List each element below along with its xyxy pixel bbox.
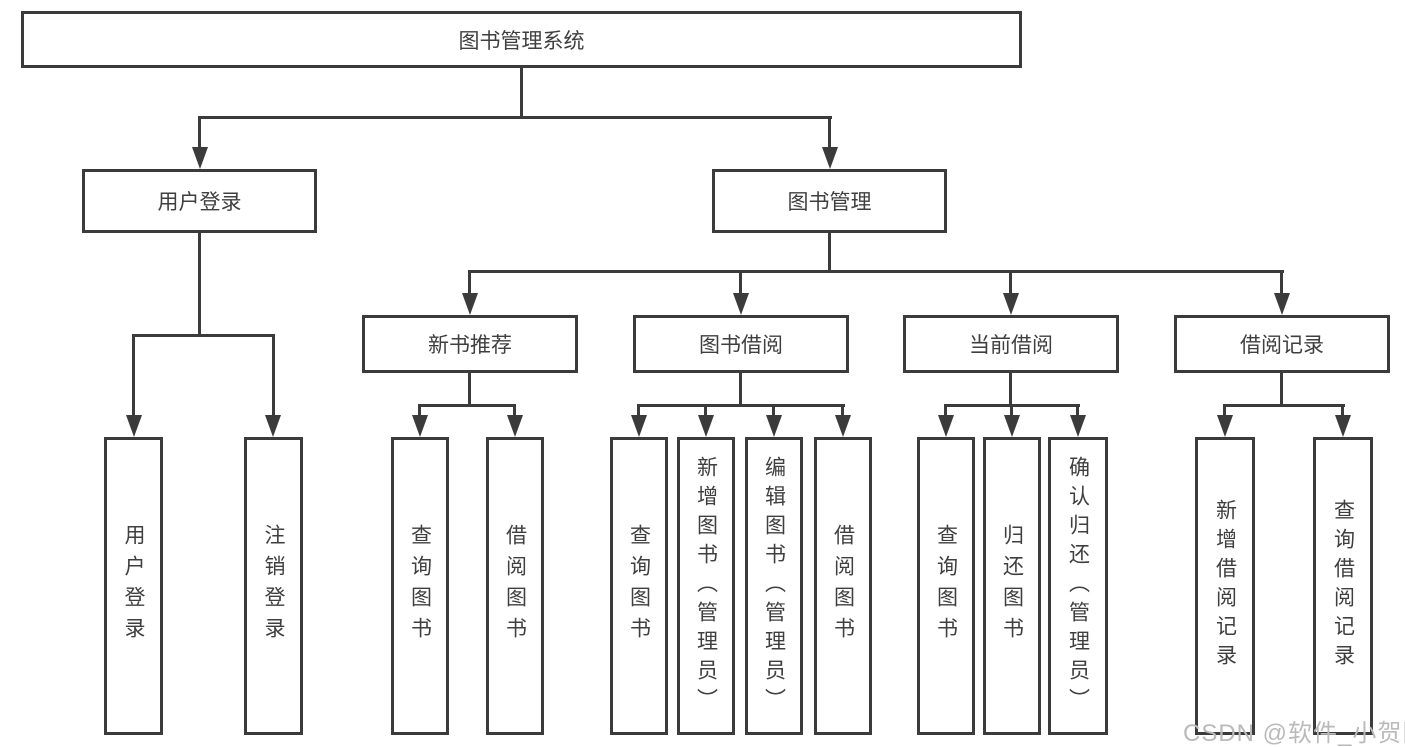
arrow-down-icon [1070, 415, 1086, 437]
connector-line [944, 404, 947, 418]
leaf-user-login: 用户登录 [104, 437, 163, 735]
leaf-logout: 注销登录 [244, 437, 303, 735]
connector-line [1009, 270, 1012, 296]
node-label: 新书推荐 [428, 334, 512, 357]
leaf-add-borrow-record: 新增借阅记录 [1195, 437, 1255, 735]
leaf-label: 归还图书 [1000, 524, 1024, 648]
connector-line [1223, 404, 1226, 418]
connector-line [841, 404, 844, 418]
leaf-query-books-current: 查询图书 [917, 437, 975, 735]
arrow-down-icon [265, 415, 281, 437]
connector-line [198, 233, 201, 336]
arrow-down-icon [766, 415, 782, 437]
connector-line [1010, 404, 1013, 418]
connector-line [1076, 404, 1079, 418]
leaf-return-books: 归还图书 [983, 437, 1041, 735]
connector-line [1009, 373, 1012, 406]
leaf-borrow-books: 借阅图书 [814, 437, 872, 735]
arrow-down-icon [126, 415, 142, 437]
connector-line [828, 116, 831, 150]
connector-line [704, 404, 707, 418]
leaf-label: 确认归还（管理员） [1066, 455, 1090, 717]
leaf-add-books-admin: 新增图书（管理员） [677, 437, 735, 735]
leaf-label: 用户登录 [122, 524, 145, 648]
node-label: 当前借阅 [969, 334, 1053, 357]
connector-line [1341, 404, 1344, 418]
connector-line [468, 270, 471, 296]
arrow-down-icon [938, 415, 954, 437]
connector-line [132, 334, 135, 418]
connector-line [198, 116, 832, 119]
connector-line [772, 404, 775, 418]
node-label: 图书管理系统 [458, 29, 585, 53]
leaf-label: 编辑图书（管理员） [762, 455, 786, 717]
arrow-down-icon [1274, 293, 1290, 315]
connector-line [1280, 373, 1283, 406]
node-book-borrow: 图书借阅 [633, 315, 849, 373]
node-book-management: 图书管理 [712, 169, 947, 233]
leaf-edit-books-admin: 编辑图书（管理员） [745, 437, 803, 735]
connector-line [132, 334, 275, 337]
node-library-system: 图书管理系统 [21, 11, 1022, 68]
connector-line [1280, 270, 1283, 296]
node-label: 图书管理 [787, 191, 872, 214]
node-current-borrow: 当前借阅 [903, 315, 1119, 373]
leaf-label: 新增图书（管理员） [694, 455, 718, 717]
arrow-down-icon [631, 415, 647, 437]
arrow-down-icon [1004, 415, 1020, 437]
connector-line [520, 68, 523, 118]
connector-line [513, 404, 516, 418]
arrow-down-icon [698, 415, 714, 437]
arrow-down-icon [1217, 415, 1233, 437]
arrow-down-icon [412, 415, 428, 437]
leaf-label: 查询图书 [934, 524, 958, 648]
leaf-label: 借阅图书 [831, 524, 855, 648]
connector-line [468, 373, 471, 406]
arrow-down-icon [507, 415, 523, 437]
connector-line [468, 270, 1284, 273]
arrow-down-icon [835, 415, 851, 437]
leaf-label: 借阅图书 [503, 524, 527, 648]
arrow-down-icon [1335, 415, 1351, 437]
leaf-query-borrow-record: 查询借阅记录 [1313, 437, 1373, 735]
node-label: 借阅记录 [1240, 334, 1324, 357]
leaf-label: 查询图书 [627, 524, 651, 648]
arrow-down-icon [1003, 293, 1019, 315]
connector-line [1223, 404, 1345, 407]
leaf-query-books-borrow: 查询图书 [610, 437, 668, 735]
csdn-watermark: CSDN @软件_小贺同学 [1183, 720, 1405, 747]
leaf-label: 查询图书 [408, 524, 432, 648]
connector-line [272, 334, 275, 418]
leaf-query-books-recommend: 查询图书 [391, 437, 449, 735]
connector-line [739, 270, 742, 296]
connector-line [637, 404, 845, 407]
node-label: 用户登录 [157, 191, 242, 214]
node-new-book-recommend: 新书推荐 [362, 315, 578, 373]
connector-line [828, 233, 831, 273]
connector-line [739, 373, 742, 406]
leaf-label: 新增借阅记录 [1213, 499, 1237, 673]
connector-line [198, 116, 201, 150]
node-user-login: 用户登录 [82, 169, 317, 233]
leaf-confirm-return-admin: 确认归还（管理员） [1048, 437, 1108, 735]
arrow-down-icon [733, 293, 749, 315]
arrow-down-icon [192, 147, 208, 169]
connector-line [418, 404, 516, 407]
connector-line [418, 404, 421, 418]
leaf-label: 查询借阅记录 [1331, 499, 1355, 673]
arrow-down-icon [822, 147, 838, 169]
arrow-down-icon [462, 293, 478, 315]
leaf-label: 注销登录 [262, 524, 285, 648]
leaf-borrow-books-recommend: 借阅图书 [486, 437, 544, 735]
connector-line [637, 404, 640, 418]
node-label: 图书借阅 [699, 334, 783, 357]
node-borrow-records: 借阅记录 [1174, 315, 1390, 373]
